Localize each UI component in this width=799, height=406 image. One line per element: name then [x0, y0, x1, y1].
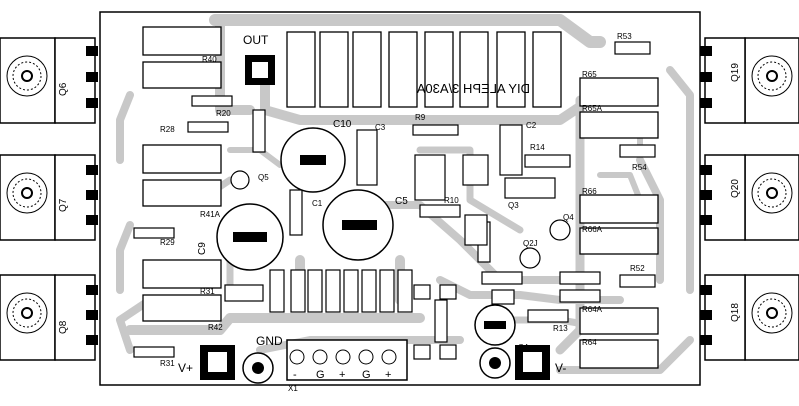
gnd-label: GND: [256, 334, 283, 348]
out-terminal: [245, 55, 275, 85]
board-title-mirrored: DIY ALEPH 3/A30A: [416, 81, 530, 96]
terminal-label-5: +: [385, 369, 391, 381]
r64a-label: R64A: [582, 305, 603, 314]
q7-label: Q7: [58, 198, 69, 212]
transistor-q8: Q8: [0, 274, 98, 361]
r41a-label: R41A: [200, 210, 221, 219]
q8-label: Q8: [58, 320, 69, 334]
vplus-terminal: [200, 345, 235, 380]
capacitor-c10: [280, 127, 346, 193]
capacitor-c4: [474, 304, 516, 346]
r9-label: R9: [415, 113, 426, 122]
c10-label: C10: [333, 119, 352, 130]
transistor-q6: Q6: [0, 37, 98, 124]
c3-label: C3: [375, 123, 386, 132]
transistor-q20: Q20: [700, 154, 799, 241]
c2-label: C2: [526, 121, 537, 130]
small-resistors: [133, 41, 656, 358]
extra-terminal: [479, 347, 511, 379]
capacitor-c5: [322, 189, 394, 261]
jumper-j: [224, 284, 264, 302]
x1-label: X1: [288, 384, 298, 393]
terminal-label-1: -: [293, 369, 297, 381]
terminal-label-3: +: [339, 369, 345, 381]
q4-label: Q4: [563, 213, 574, 222]
q2j-label: Q2J: [523, 239, 538, 248]
out-label: OUT: [243, 33, 269, 47]
q6-label: Q6: [58, 82, 69, 96]
r13-label: R13: [553, 324, 568, 333]
r66a-label: R66A: [582, 225, 603, 234]
vminus-terminal: [515, 345, 550, 380]
r20-label: R20: [216, 109, 231, 118]
capacitor-c9: [216, 203, 284, 271]
r42a-label: R31: [200, 287, 215, 296]
r66-label: R66: [582, 187, 597, 196]
q5-label: Q5: [258, 173, 269, 182]
r31-label: R31: [160, 359, 175, 368]
small-transistors: [230, 154, 571, 269]
transistor-q19: Q19: [700, 37, 799, 124]
capacitor-c3: [356, 124, 523, 186]
zener-diodes: [413, 284, 515, 360]
r40-label: R40: [202, 55, 217, 64]
r52-label: R52: [630, 264, 645, 273]
transistor-q18: Q18: [700, 274, 799, 361]
top-resistor-array: [286, 31, 562, 108]
right-power-resistors: [579, 77, 659, 369]
left-power-resistors: [142, 26, 222, 322]
r29-label: R29: [160, 238, 175, 247]
copper-traces: [116, 14, 694, 374]
c9-label: C9: [197, 242, 208, 255]
r65a-label: R65A: [582, 104, 603, 113]
q20-label: Q20: [730, 179, 741, 198]
terminal-label-4: G: [362, 369, 371, 381]
c5-label: C5: [395, 196, 408, 207]
q3-label: Q3: [508, 201, 519, 210]
vplus-label: V+: [178, 361, 193, 375]
r28-label: R28: [160, 125, 175, 134]
transistor-q7: Q7: [0, 154, 98, 241]
vminus-label: V-: [555, 361, 566, 375]
r53-label: R53: [617, 32, 632, 41]
terminal-block-x1: [286, 339, 408, 381]
r54-label: R54: [632, 163, 647, 172]
terminal-label-2: G: [316, 369, 325, 381]
q19-label: Q19: [730, 63, 741, 82]
r64-label: R64: [582, 338, 597, 347]
r10-label: R10: [444, 196, 459, 205]
r65-label: R65: [582, 70, 597, 79]
c1-label: C1: [312, 199, 323, 208]
r14-label: R14: [530, 143, 545, 152]
gnd-terminal: [242, 352, 274, 384]
bottom-resistor-row: [269, 269, 448, 343]
q18-label: Q18: [730, 303, 741, 322]
r42-label: R42: [208, 323, 223, 332]
